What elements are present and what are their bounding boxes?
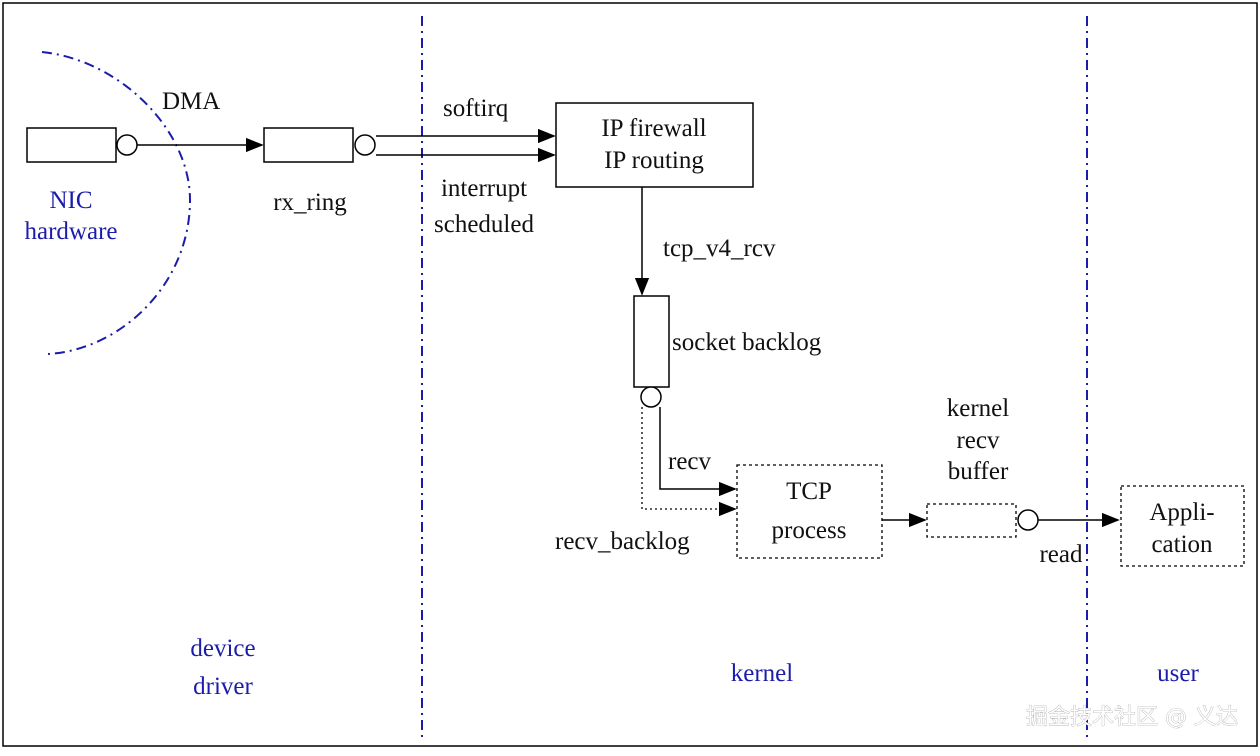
socket-backlog-queue-head — [640, 386, 662, 408]
tcp-process-box — [736, 464, 883, 559]
interrupt-label-line2: scheduled — [434, 211, 534, 238]
rx-ring-queue — [263, 127, 354, 163]
domain-device-driver-line1: device — [190, 635, 255, 662]
kernel-buffer-label-line2: recv — [956, 427, 1000, 454]
domain-kernel: kernel — [731, 660, 794, 687]
ip-box-label-line2: IP routing — [604, 147, 704, 174]
watermark-text: 掘金技术社区 @ 义达 — [1026, 705, 1238, 730]
socket-backlog-label: socket backlog — [672, 329, 822, 356]
tcp-process-label-line1: TCP — [786, 478, 832, 505]
softirq-label: softirq — [443, 95, 509, 122]
ip-box — [555, 102, 754, 188]
nic-label-line2: hardware — [25, 218, 118, 245]
nic-label-line1: NIC — [49, 187, 92, 214]
domain-user: user — [1157, 660, 1199, 687]
application-box — [1120, 485, 1245, 567]
read-label: read — [1039, 541, 1083, 568]
nic-boundary-arc — [41, 51, 192, 355]
recv-backlog-label: recv_backlog — [555, 528, 690, 555]
rx-ring-queue-head — [354, 134, 376, 156]
domain-device-driver-line2: driver — [193, 673, 253, 700]
ip-box-label-line1: IP firewall — [601, 115, 706, 142]
application-label-line1: Appli- — [1149, 499, 1214, 526]
application-label-line2: cation — [1151, 531, 1213, 558]
tcp-v4-rcv-label: tcp_v4_rcv — [663, 235, 776, 262]
nic-queue — [26, 127, 117, 163]
recv-label: recv — [668, 448, 712, 475]
kernel-recv-buffer-head — [1017, 509, 1039, 531]
nic-queue-head — [116, 134, 138, 156]
rx-ring-label: rx_ring — [273, 189, 347, 216]
recv-backlog-arrow — [641, 407, 737, 517]
kernel-buffer-label-line3: buffer — [948, 458, 1009, 485]
kernel-recv-buffer-queue — [926, 503, 1017, 538]
socket-backlog-queue — [633, 295, 670, 388]
recv-arrow — [659, 407, 737, 497]
dma-label: DMA — [162, 88, 220, 115]
interrupt-label-line1: interrupt — [441, 175, 527, 202]
tcp-process-label-line2: process — [772, 517, 847, 544]
kernel-buffer-label-line1: kernel — [947, 395, 1010, 422]
